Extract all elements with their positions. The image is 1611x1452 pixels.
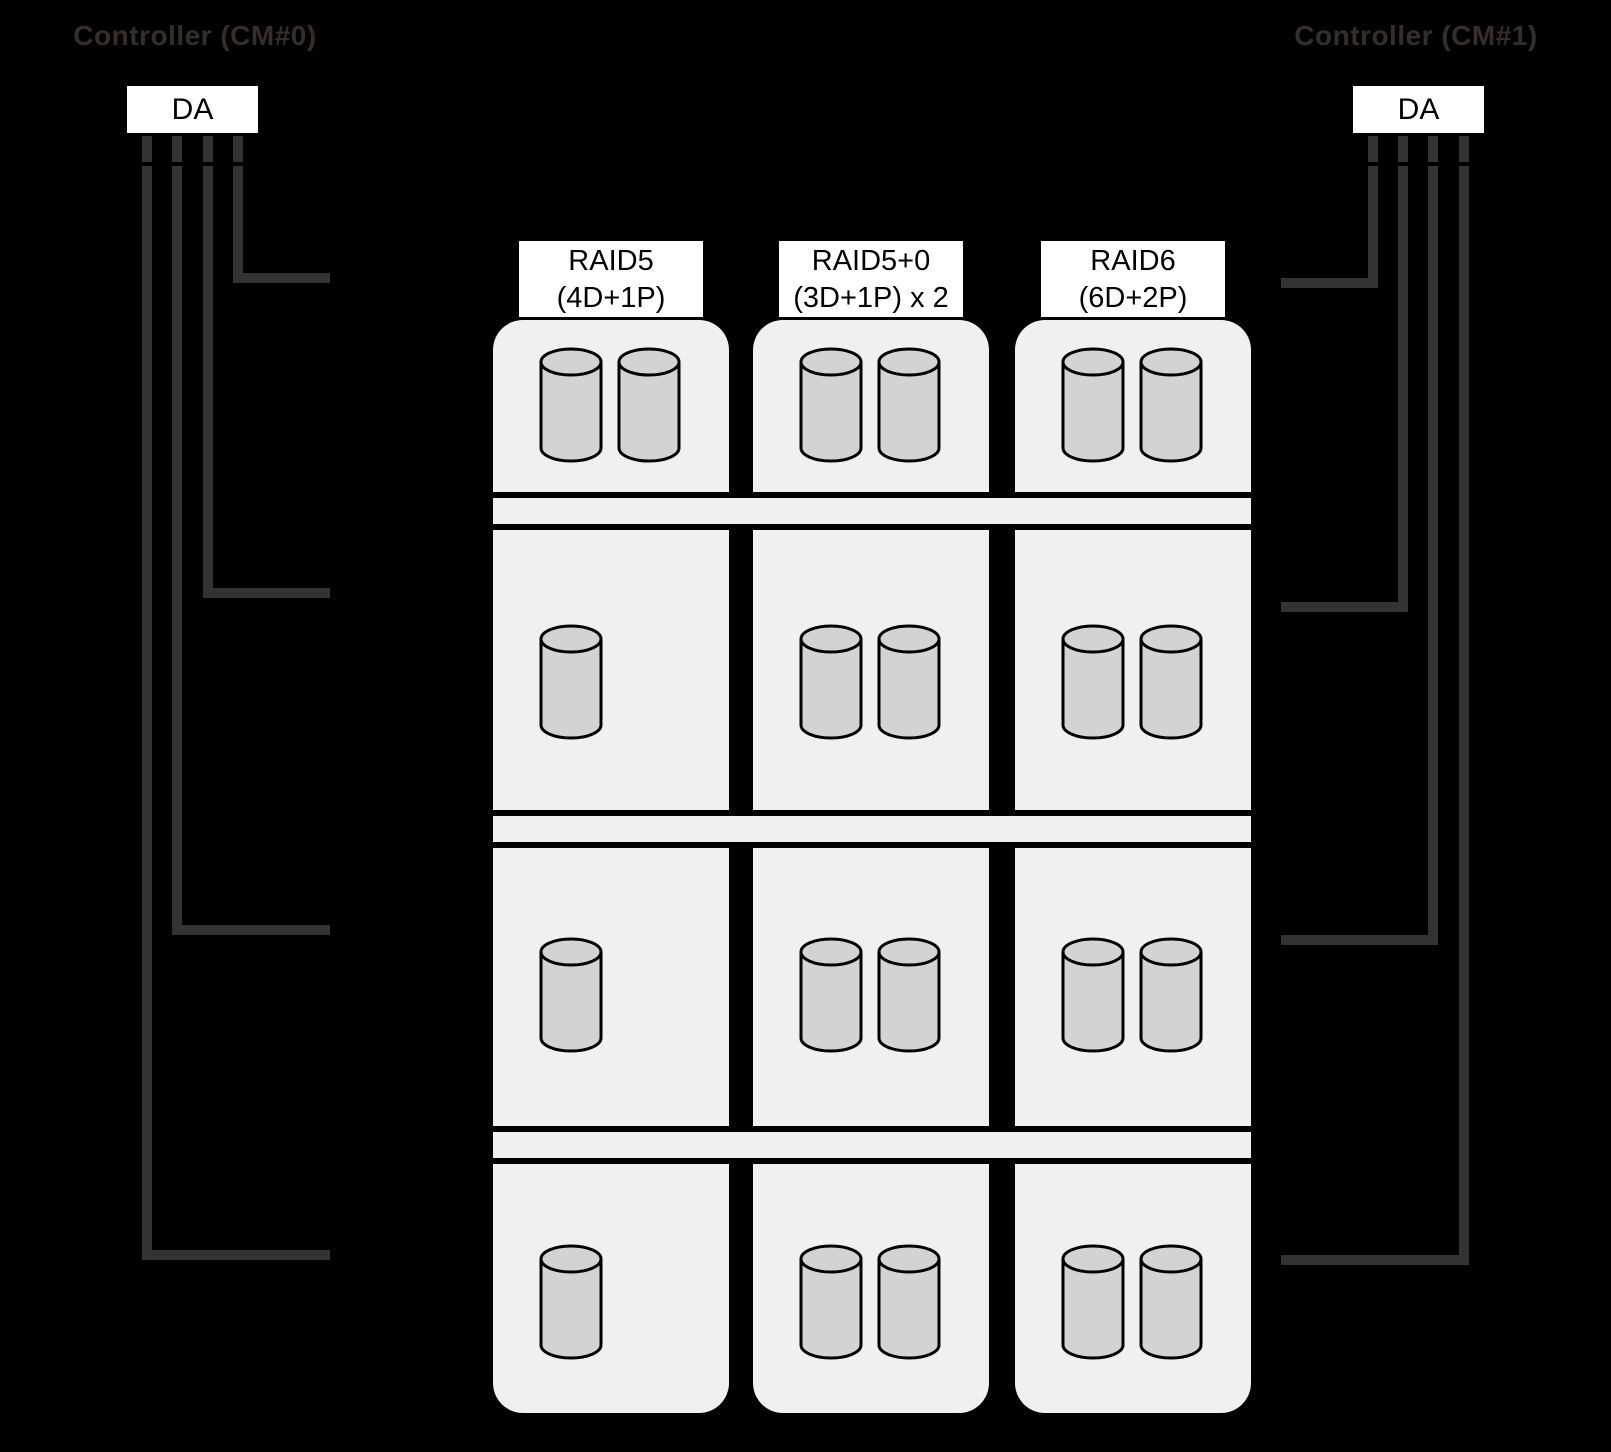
- cm0-cable4-vertical: [233, 166, 243, 283]
- raid-label-raid6: RAID6 (6D+2P): [1038, 238, 1228, 320]
- controller-cm1-label: Controller (CM#1): [1294, 20, 1538, 51]
- disk-icon-raid5-shelf2-1: [538, 623, 604, 741]
- cm1-port1-stub: [1368, 136, 1378, 162]
- cm0-port1-stub: [142, 136, 152, 162]
- disk-icon-raid50-shelf4-1: [798, 1243, 864, 1361]
- raid-label-raid6-line1: RAID6: [1090, 245, 1176, 277]
- da-box-cm0: DA: [125, 84, 260, 135]
- cm0-cable3-horizontal: [203, 588, 330, 598]
- da-box-cm1: DA: [1351, 84, 1486, 135]
- cm0-cable2-vertical: [172, 166, 182, 935]
- raid-label-raid50: RAID5+0 (3D+1P) x 2: [776, 238, 966, 320]
- raid-label-raid5-line2: (4D+1P): [556, 282, 666, 314]
- cm0-cable4-horizontal: [233, 273, 330, 283]
- cm1-port4-stub: [1459, 136, 1469, 162]
- disk-icon-raid6-shelf3-1: [1060, 936, 1126, 1054]
- cm0-cable3-vertical: [203, 166, 213, 598]
- disk-icon-raid6-shelf4-2: [1138, 1243, 1204, 1361]
- disk-icon-raid50-shelf3-1: [798, 936, 864, 1054]
- cm1-port2-stub: [1398, 136, 1408, 162]
- cm1-cable1-horizontal: [1281, 278, 1378, 288]
- cm0-cable2-horizontal: [172, 925, 330, 935]
- enclosure-shelf-divider-3: [493, 1126, 1251, 1164]
- cm1-port3-stub: [1428, 136, 1438, 162]
- disk-icon-raid5-shelf1-2: [616, 346, 682, 464]
- cm1-cable3-horizontal: [1281, 935, 1438, 945]
- cm1-cable3-vertical: [1428, 166, 1438, 945]
- enclosure-shelf-divider-2: [493, 810, 1251, 848]
- enclosure-shelf-divider-1: [493, 492, 1251, 530]
- cm0-cable1-horizontal: [142, 1250, 330, 1260]
- cm0-port4-stub: [233, 136, 243, 162]
- disk-icon-raid6-shelf2-2: [1138, 623, 1204, 741]
- disk-icon-raid50-shelf1-2: [876, 346, 942, 464]
- disk-icon-raid6-shelf3-2: [1138, 936, 1204, 1054]
- controller-cm0-label: Controller (CM#0): [73, 20, 317, 51]
- raid-label-raid50-line1: RAID5+0: [811, 245, 931, 277]
- disk-icon-raid50-shelf2-1: [798, 623, 864, 741]
- disk-icon-raid50-shelf1-1: [798, 346, 864, 464]
- disk-icon-raid6-shelf2-1: [1060, 623, 1126, 741]
- disk-icon-raid50-shelf3-2: [876, 936, 942, 1054]
- cm0-cable1-vertical: [142, 166, 152, 1260]
- disk-icon-raid5-shelf1-1: [538, 346, 604, 464]
- da-box-cm1-text: DA: [1397, 92, 1440, 126]
- raid-group-raid50-column: [753, 320, 989, 1413]
- cm1-cable4-horizontal: [1281, 1255, 1469, 1265]
- cm1-cable2-horizontal: [1281, 602, 1408, 612]
- raid-label-raid5: RAID5 (4D+1P): [516, 238, 706, 320]
- cm0-port2-stub: [172, 136, 182, 162]
- disk-icon-raid5-shelf3-1: [538, 936, 604, 1054]
- raid-label-raid6-line2: (6D+2P): [1078, 282, 1188, 314]
- cm1-cable2-vertical: [1398, 166, 1408, 612]
- disk-icon-raid50-shelf4-2: [876, 1243, 942, 1361]
- disk-icon-raid5-shelf4-1: [538, 1243, 604, 1361]
- disk-icon-raid6-shelf1-2: [1138, 346, 1204, 464]
- cm1-cable4-vertical: [1459, 166, 1469, 1265]
- disk-icon-raid6-shelf1-1: [1060, 346, 1126, 464]
- raid-label-raid50-line2: (3D+1P) x 2: [793, 282, 949, 314]
- disk-icon-raid50-shelf2-2: [876, 623, 942, 741]
- raid-group-raid6-column: [1015, 320, 1251, 1413]
- raid-group-raid5-column: [493, 320, 729, 1413]
- raid-label-raid5-line1: RAID5: [568, 245, 654, 277]
- da-box-cm0-text: DA: [171, 92, 214, 126]
- cm1-cable1-vertical: [1368, 166, 1378, 288]
- cm0-port3-stub: [203, 136, 213, 162]
- disk-icon-raid6-shelf4-1: [1060, 1243, 1126, 1361]
